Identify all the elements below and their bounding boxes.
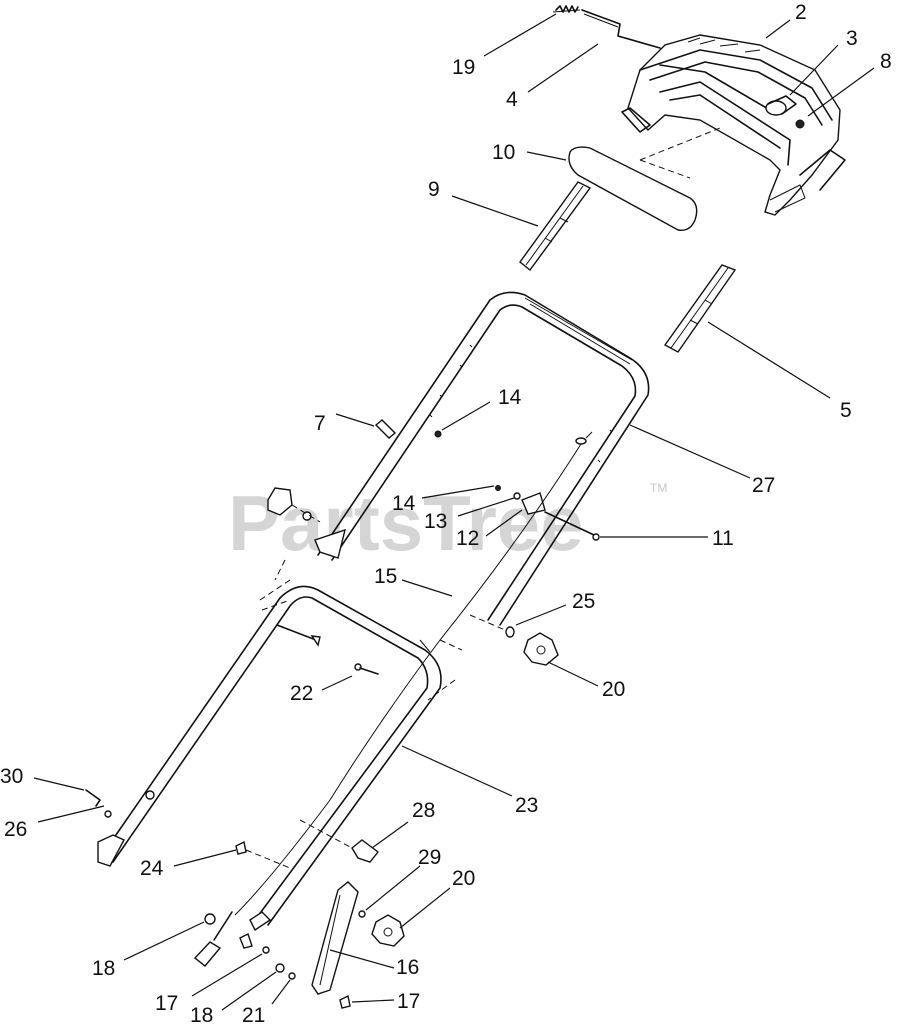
part-bolt-17b xyxy=(339,994,351,1009)
callout-27: 27 xyxy=(752,474,775,497)
callout-2: 2 xyxy=(795,1,807,24)
part-rod xyxy=(581,9,661,49)
part-bracket-9 xyxy=(519,181,592,272)
callout-22: 22 xyxy=(290,682,313,705)
part-screw-24 xyxy=(235,840,291,869)
callout-19: 19 xyxy=(452,56,475,79)
part-knob-upper-left xyxy=(267,487,321,523)
callout-28: 28 xyxy=(412,799,435,822)
part-bolt-11 xyxy=(544,511,600,541)
part-bolt-17a xyxy=(239,933,270,954)
callout-11: 11 xyxy=(712,527,734,550)
part-spacer-18a xyxy=(193,911,233,967)
callout-16: 16 xyxy=(396,956,419,979)
part-cable-end xyxy=(575,431,593,445)
part-knob-20-upper xyxy=(523,632,559,666)
part-nut-14a xyxy=(434,430,442,438)
callout-3: 3 xyxy=(846,27,858,50)
part-clip-30 xyxy=(85,789,101,807)
callout-10: 10 xyxy=(492,141,515,164)
part-cable xyxy=(234,443,582,916)
callout-13: 13 xyxy=(424,510,447,533)
callout-26: 26 xyxy=(4,818,27,841)
callout-7: 7 xyxy=(314,412,326,435)
callout-14a: 14 xyxy=(498,386,522,409)
part-bolt-22 xyxy=(354,663,379,675)
part-washer-21 xyxy=(288,972,296,980)
callout-30: 30 xyxy=(0,765,23,788)
part-spring xyxy=(552,5,581,13)
callout-18a: 18 xyxy=(92,957,115,980)
part-nut-26 xyxy=(104,810,112,818)
callout-9: 9 xyxy=(428,178,440,201)
part-cable-clamp xyxy=(495,485,546,515)
leader-lines xyxy=(33,13,875,1011)
callout-24: 24 xyxy=(140,857,164,880)
part-lower-handle-tube xyxy=(97,559,463,932)
part-knob-20-lower xyxy=(371,914,405,947)
callout-21: 21 xyxy=(242,1004,265,1027)
part-pivot-28 xyxy=(299,819,379,863)
assembly-line-3 xyxy=(261,599,291,611)
callout-12: 12 xyxy=(456,527,479,550)
callout-20a: 20 xyxy=(602,678,625,701)
callout-20b: 20 xyxy=(452,867,475,890)
part-washer-25 xyxy=(469,614,515,638)
assembly-line-1 xyxy=(639,127,721,161)
part-grip-pad xyxy=(568,146,698,231)
part-pin-7 xyxy=(374,419,397,439)
callout-8: 8 xyxy=(880,50,892,73)
callout-17b: 17 xyxy=(397,990,420,1013)
watermark-trademark: TM xyxy=(650,481,667,495)
part-roller xyxy=(765,95,797,116)
part-lever-16 xyxy=(311,881,359,995)
part-bracket-5 xyxy=(663,264,737,353)
part-washer-29 xyxy=(358,910,366,918)
callout-17a: 17 xyxy=(155,992,178,1015)
part-screw-8 xyxy=(795,119,805,129)
part-upper-handle-tube xyxy=(314,291,650,626)
callout-25: 25 xyxy=(572,590,595,613)
callout-14b: 14 xyxy=(392,492,416,515)
part-upper-handle-bail xyxy=(621,34,846,216)
callout-23: 23 xyxy=(515,794,538,817)
callout-29: 29 xyxy=(418,846,441,869)
callout-4: 4 xyxy=(506,88,518,111)
assembly-line-2 xyxy=(639,159,691,179)
part-bolt-lower-top xyxy=(276,624,321,647)
part-spacer-18b xyxy=(275,963,285,973)
callout-18b: 18 xyxy=(190,1004,213,1027)
callout-5: 5 xyxy=(840,399,852,422)
callout-15: 15 xyxy=(374,565,397,588)
